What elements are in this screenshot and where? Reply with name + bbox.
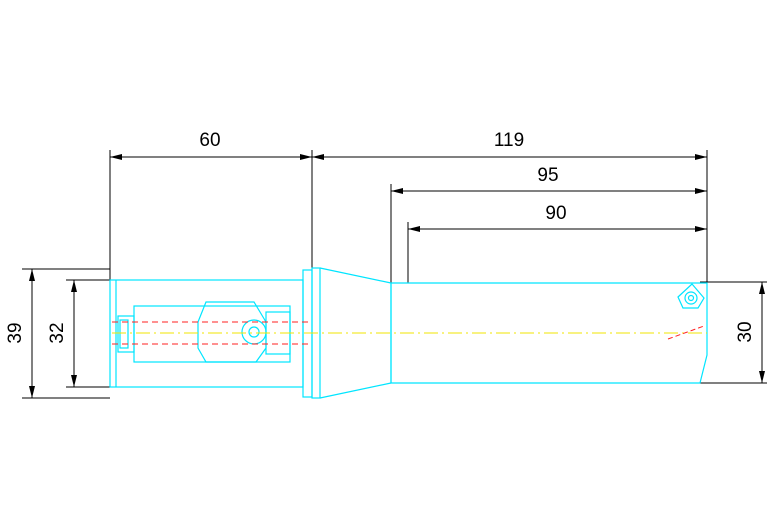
coolant-channel [112, 321, 312, 345]
dim-text-60: 60 [199, 130, 220, 151]
dim-text-119: 119 [494, 130, 524, 151]
dim-text-39: 39 [5, 322, 26, 343]
screw-head [119, 319, 129, 349]
wedge-block [197, 301, 267, 363]
cutting-insert [677, 283, 705, 309]
insert-screw-outer [684, 291, 698, 305]
dim-text-90: 90 [545, 203, 566, 224]
dim-text-32: 32 [47, 322, 68, 343]
dimension-layer [22, 150, 767, 399]
coolant-port-inner [248, 326, 260, 338]
coolant-exit-line [667, 325, 705, 340]
coolant-port-outer [241, 319, 267, 345]
dim-text-95: 95 [537, 165, 558, 186]
taper-neck [319, 267, 392, 399]
screw-slot [117, 315, 135, 353]
dim-text-30: 30 [735, 321, 756, 342]
insert-screw-inner [687, 294, 695, 302]
